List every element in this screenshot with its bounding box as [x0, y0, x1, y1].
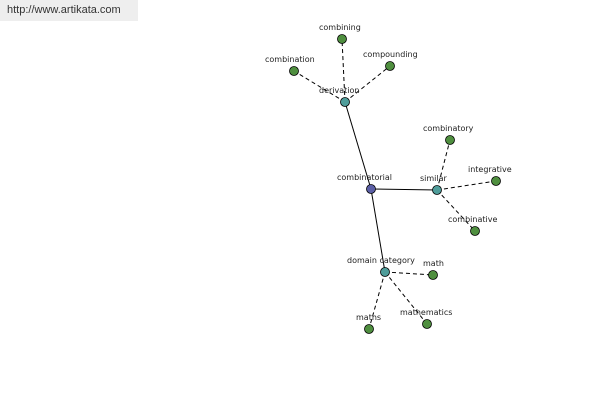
edge-similar-combinative [436, 189, 476, 232]
node-label[interactable]: compounding [363, 50, 418, 59]
node-marker[interactable] [380, 267, 390, 277]
node-domain_category[interactable]: domain category [347, 256, 415, 277]
node-marker[interactable] [422, 319, 432, 329]
node-label[interactable]: mathematics [400, 308, 452, 317]
node-similar[interactable]: similar [420, 174, 448, 195]
node-label[interactable]: combinatory [423, 124, 474, 133]
node-marker[interactable] [470, 226, 480, 236]
node-marker[interactable] [364, 324, 374, 334]
edge-derivation-combination [293, 70, 346, 103]
edge-combinatorial-similar [370, 188, 438, 191]
graph-edges [293, 38, 497, 330]
node-combination[interactable]: combination [265, 55, 315, 76]
node-label[interactable]: math [423, 259, 444, 268]
node-integrative[interactable]: integrative [468, 165, 512, 186]
node-maths[interactable]: maths [356, 313, 381, 334]
node-math[interactable]: math [423, 259, 444, 280]
node-combining[interactable]: combining [319, 23, 361, 44]
node-combinatory[interactable]: combinatory [423, 124, 474, 145]
node-label[interactable]: domain category [347, 256, 415, 265]
edge-domain_category-math [384, 271, 434, 276]
edge-combinatorial-domain_category [370, 188, 386, 273]
node-label[interactable]: integrative [468, 165, 512, 174]
site-url[interactable]: http://www.artikata.com [0, 0, 138, 21]
node-marker[interactable] [385, 61, 395, 71]
node-marker[interactable] [445, 135, 455, 145]
node-label[interactable]: combinative [448, 215, 497, 224]
node-compounding[interactable]: compounding [363, 50, 418, 71]
edge-derivation-combining [341, 38, 346, 103]
node-combinative[interactable]: combinative [448, 215, 497, 236]
node-combinatorial[interactable]: combinatorial [337, 173, 392, 194]
edge-similar-combinatory [436, 139, 451, 191]
node-label[interactable]: combination [265, 55, 315, 64]
node-marker[interactable] [337, 34, 347, 44]
graph-nodes: combinatorial derivation similar domain cat… [265, 23, 512, 334]
node-derivation[interactable]: derivation [319, 86, 359, 107]
node-label[interactable]: similar [420, 174, 448, 183]
node-label[interactable]: derivation [319, 86, 359, 95]
node-marker[interactable] [366, 184, 376, 194]
node-label[interactable]: combinatorial [337, 173, 392, 182]
node-label[interactable]: maths [356, 313, 381, 322]
node-marker[interactable] [491, 176, 501, 186]
edge-derivation-compounding [344, 65, 391, 103]
edge-combinatorial-derivation [344, 101, 372, 190]
node-label[interactable]: combining [319, 23, 361, 32]
node-mathematics[interactable]: mathematics [400, 308, 452, 329]
node-marker[interactable] [428, 270, 438, 280]
node-marker[interactable] [340, 97, 350, 107]
node-marker[interactable] [289, 66, 299, 76]
node-marker[interactable] [432, 185, 442, 195]
edge-similar-integrative [436, 180, 497, 191]
edge-domain_category-maths [368, 271, 386, 330]
